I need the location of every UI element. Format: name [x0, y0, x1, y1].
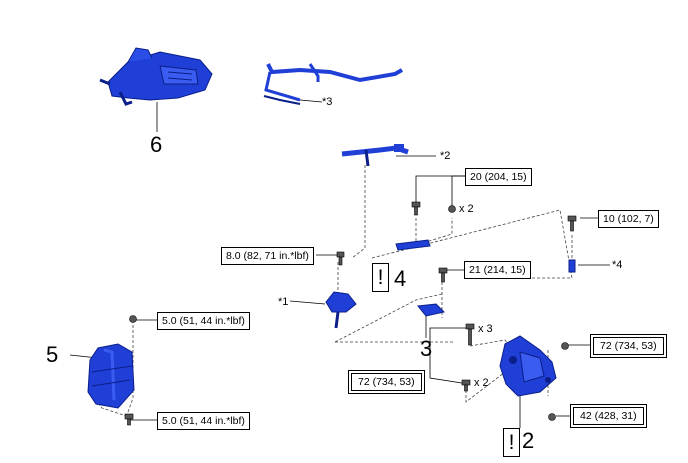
torque-spec-5-bottom: 5.0 (51, 44 in.*lbf) — [157, 412, 250, 430]
part-star4-clip — [568, 259, 576, 273]
part-star3-label: *3 — [322, 96, 333, 108]
nut-20-icon — [448, 205, 456, 213]
torque-spec-42-text: 42 (428, 31) — [573, 407, 644, 425]
torque-spec-42: 42 (428, 31) — [570, 404, 647, 428]
bolt-x3-icon — [465, 323, 475, 346]
part-number-4: 4 — [394, 266, 407, 291]
torque-spec-20: 20 (204, 15) — [465, 168, 532, 186]
torque-spec-21: 21 (214, 15) — [464, 261, 531, 279]
torque-spec-72-left: 72 (734, 53) — [348, 370, 425, 394]
part-number-2: 2 — [522, 428, 535, 453]
quantity-x2-nut: x 2 — [459, 203, 474, 215]
part-star2-label: *2 — [440, 150, 451, 162]
assembly-dashed-lines — [87, 165, 573, 417]
part-6-assembly — [99, 47, 213, 106]
warning-mark-2: ! — [503, 428, 520, 457]
nut-72-right-icon — [561, 342, 569, 350]
nut-5-top-icon — [129, 315, 137, 323]
bolt-10-icon — [567, 215, 577, 232]
quantity-x2-bolt: x 2 — [474, 377, 489, 389]
fasteners — [124, 201, 577, 426]
part-5-reservoir — [87, 343, 135, 409]
torque-spec-72-right-text: 72 (734, 53) — [593, 337, 664, 355]
part-number-3: 3 — [420, 336, 433, 361]
part-star1-component — [325, 291, 357, 329]
bolt-72-x2-icon — [461, 379, 471, 392]
part-star3-harness — [263, 63, 403, 105]
part-2-pump — [499, 335, 557, 397]
part-3-clamp — [417, 303, 445, 317]
bolt-8-icon — [336, 251, 345, 266]
bolt-20-icon — [411, 201, 421, 216]
torque-spec-8: 8.0 (82, 71 in.*lbf) — [221, 247, 314, 265]
part-4-bracket — [395, 239, 431, 251]
torque-spec-5-top: 5.0 (51, 44 in.*lbf) — [157, 312, 250, 330]
torque-spec-72-right: 72 (734, 53) — [590, 334, 667, 358]
part-star1-label: *1 — [278, 296, 289, 308]
torque-spec-10: 10 (102, 7) — [598, 210, 659, 228]
part-number-5: 5 — [46, 342, 59, 367]
warning-mark-4: ! — [372, 263, 389, 292]
quantity-x3-bolt: x 3 — [478, 323, 493, 335]
nut-42-icon — [548, 413, 556, 421]
part-star4-label: *4 — [612, 259, 623, 271]
part-number-6: 6 — [150, 132, 163, 157]
torque-spec-72-left-text: 72 (734, 53) — [351, 373, 422, 391]
bolt-5-bottom-icon — [124, 413, 134, 426]
bolt-21-icon — [438, 267, 448, 283]
part-star2-hose — [341, 144, 409, 167]
